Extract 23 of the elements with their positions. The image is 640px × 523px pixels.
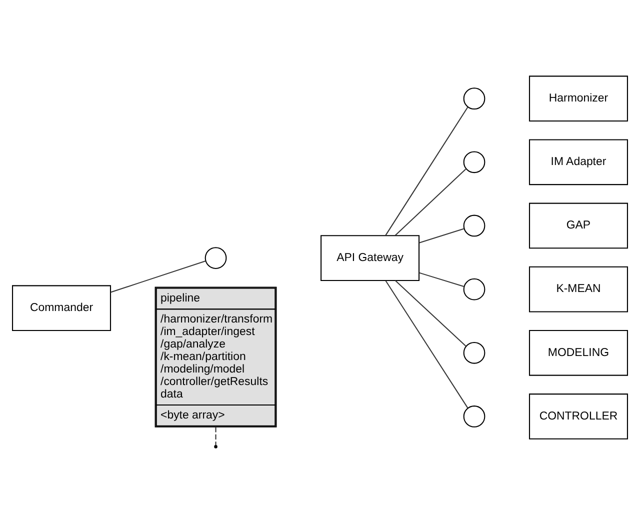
node-box: Harmonizer: [528, 75, 628, 121]
node-circle: [463, 214, 486, 236]
connector: [215, 426, 216, 445]
connector: [385, 106, 468, 236]
node-circle: [463, 87, 486, 110]
connector: [419, 228, 464, 243]
connector: [394, 280, 466, 346]
node-box: CONTROLLER: [528, 393, 628, 439]
connector: [394, 168, 466, 236]
node-circle: [463, 278, 486, 300]
node-box: GAP: [528, 202, 628, 248]
connector: [110, 260, 206, 292]
connector: [385, 280, 468, 408]
node-circle: [463, 405, 486, 427]
connector: [419, 272, 464, 286]
node-box: MODELING: [528, 329, 628, 376]
node-box: IM Adapter: [528, 138, 628, 185]
node-circle: [204, 246, 227, 268]
node-circle: [463, 150, 486, 173]
node-box: Commander: [12, 284, 112, 330]
node-box: K-MEAN: [528, 266, 628, 312]
node-circle: [463, 341, 486, 364]
node-box: API Gateway: [320, 234, 420, 280]
